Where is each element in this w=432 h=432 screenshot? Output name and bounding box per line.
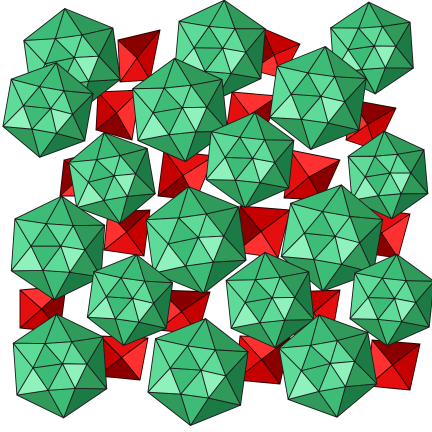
icosahedron-face	[254, 276, 281, 299]
icosahedron	[225, 251, 315, 349]
icosahedron-face	[163, 84, 192, 109]
icosahedron-face	[310, 340, 338, 364]
icosahedron-face	[321, 211, 351, 237]
icosahedron-face	[39, 86, 65, 109]
icosahedron-face	[208, 25, 236, 49]
tetrahedron	[103, 209, 151, 257]
icosahedron-face	[307, 72, 336, 97]
icosahedron	[269, 46, 367, 150]
icosahedron-face	[239, 136, 266, 159]
icosahedron	[10, 195, 106, 301]
icosahedron	[145, 186, 247, 294]
tetrahedron-face	[117, 39, 138, 83]
icosahedron	[132, 57, 228, 163]
icosahedron-face	[45, 223, 74, 247]
tetrahedron-face	[157, 149, 184, 197]
icosahedron-face	[178, 213, 207, 238]
icosahedron-face	[120, 277, 146, 299]
icosahedron-face	[187, 345, 216, 371]
tetrahedron	[117, 29, 161, 83]
icosahedron	[278, 314, 378, 418]
icosahedron	[205, 111, 295, 209]
icosahedron	[347, 130, 429, 220]
icosahedron	[68, 132, 156, 224]
icosahedron	[12, 313, 108, 419]
icosahedron	[86, 253, 174, 347]
icosahedron-face	[96, 155, 121, 177]
icosahedron-face	[54, 34, 83, 59]
icosahedron	[147, 318, 249, 426]
icosahedron-face	[374, 153, 399, 174]
icosahedron-face	[44, 341, 73, 365]
icosahedron	[2, 62, 94, 158]
icosahedron	[330, 1, 414, 95]
icosahedron-face	[358, 26, 383, 47]
tetrahedron-face	[95, 91, 117, 131]
tetrahedron-face	[19, 289, 42, 329]
icosahedron-face	[381, 277, 407, 299]
icosahedron	[280, 184, 384, 292]
